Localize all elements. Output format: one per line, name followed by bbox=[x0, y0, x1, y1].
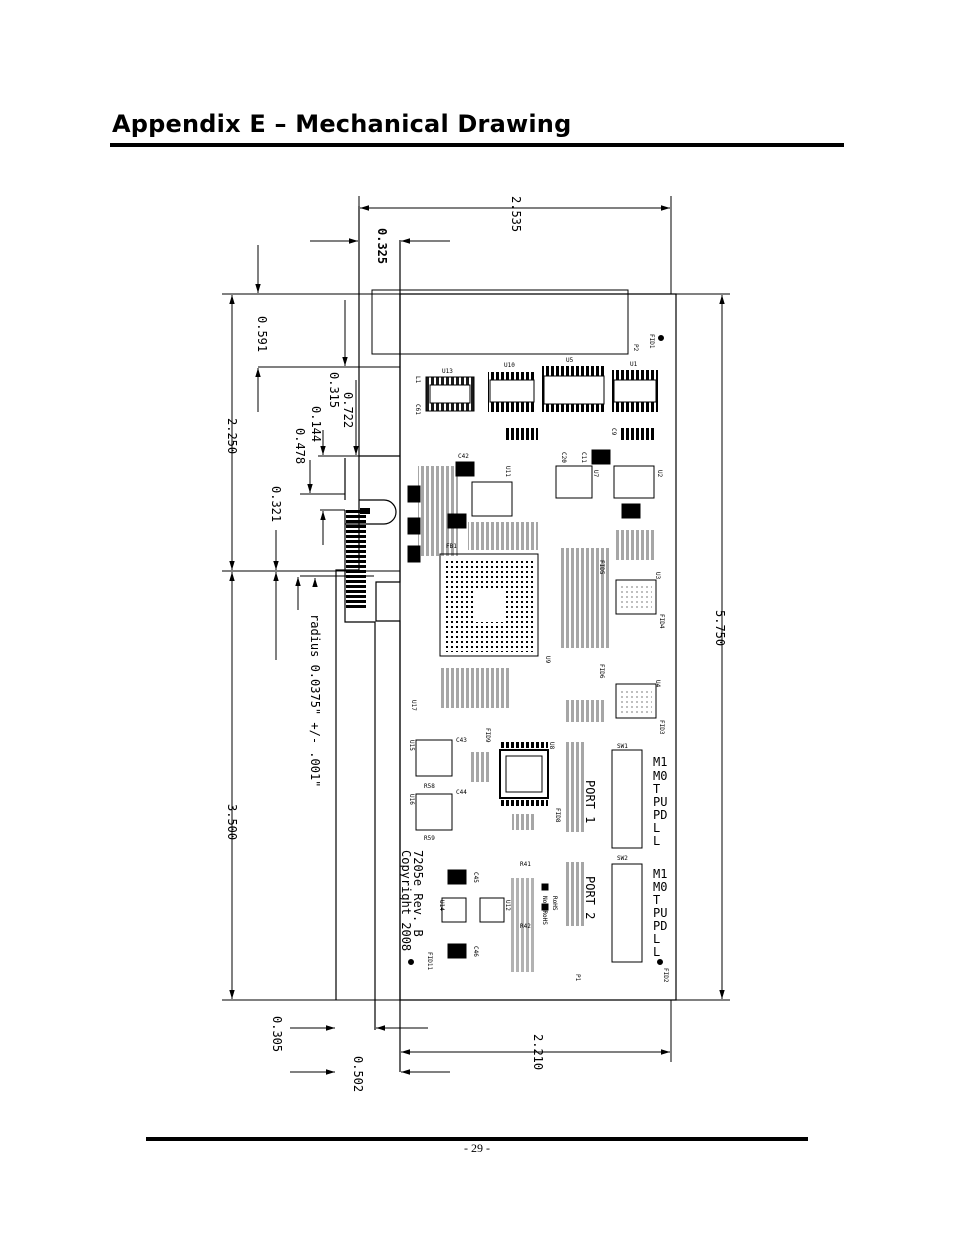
fid1-label: FID1 bbox=[648, 334, 655, 349]
r59-label: R59 bbox=[424, 835, 435, 842]
l1-label: L1 bbox=[414, 376, 421, 384]
dim-0591: 0.591 bbox=[255, 316, 269, 352]
product-label: 7205e Rev. B bbox=[411, 850, 425, 937]
sw2-t: T bbox=[653, 893, 660, 907]
fid11-label: FID11 bbox=[426, 952, 433, 970]
radius-note: radius 0.0375" +/- .001" bbox=[308, 614, 322, 787]
pcb-components bbox=[371, 289, 664, 972]
p2-label: P2 bbox=[632, 344, 639, 352]
u12-label: U12 bbox=[504, 900, 511, 911]
u10-label: U10 bbox=[504, 362, 515, 369]
u8-label: U8 bbox=[548, 742, 555, 750]
u2-label: U2 bbox=[656, 470, 663, 478]
sw1-l1: L bbox=[653, 821, 660, 835]
sw2-m0: M0 bbox=[653, 880, 667, 894]
u4-label: U4 bbox=[654, 680, 661, 688]
silkscreen-text: 7205e Rev. B Copyright 2008 PORT 1 PORT … bbox=[399, 334, 669, 983]
u15-label: U15 bbox=[408, 740, 415, 751]
r58-label: R58 bbox=[424, 783, 435, 790]
u13-label: U13 bbox=[442, 368, 453, 375]
u14-label: U14 bbox=[438, 900, 445, 911]
sw1-pu: PU bbox=[653, 795, 667, 809]
u7-label: U7 bbox=[592, 470, 599, 478]
sw1-label: SW1 bbox=[617, 743, 628, 750]
sw2-pu: PU bbox=[653, 906, 667, 920]
page-title: Appendix E – Mechanical Drawing bbox=[112, 110, 572, 138]
fid3-label: FID3 bbox=[658, 720, 665, 735]
dim-0315: 0.315 bbox=[327, 372, 341, 408]
sw1-m0: M0 bbox=[653, 769, 667, 783]
copyright-label: Copyright 2008 bbox=[399, 850, 413, 951]
board-outline bbox=[335, 206, 677, 1072]
r42-label: R42 bbox=[520, 923, 531, 930]
fid5-label: FID5 bbox=[598, 560, 605, 575]
sw2-l1: L bbox=[653, 932, 660, 946]
title-rule bbox=[110, 143, 844, 147]
dim-0305: 0.305 bbox=[270, 1016, 284, 1052]
dim-0325: 0.325 bbox=[375, 228, 389, 264]
sw2-pd: PD bbox=[653, 919, 667, 933]
page-number: - 29 - bbox=[464, 1141, 490, 1155]
dim-2535: 2.535 bbox=[509, 196, 523, 232]
u5-label: U5 bbox=[566, 357, 574, 364]
non-rohs-label: Non-RoHS bbox=[541, 896, 548, 925]
sw1-m1: M1 bbox=[653, 755, 667, 769]
fid8-label: FID8 bbox=[554, 808, 561, 823]
footer-rule bbox=[146, 1137, 808, 1141]
dim-2250: 2.250 bbox=[225, 418, 239, 454]
r41-label: R41 bbox=[520, 861, 531, 868]
u16-label: U16 bbox=[408, 794, 415, 805]
dimension-labels: 2.535 0.325 0.591 0.315 0.722 0.144 0.47… bbox=[225, 196, 727, 1092]
c20-label: C20 bbox=[560, 452, 567, 463]
sw2-m1: M1 bbox=[653, 867, 667, 881]
dimension-lines bbox=[222, 196, 730, 1075]
fb1-label: FB1 bbox=[446, 543, 457, 550]
c45-label: C45 bbox=[472, 872, 479, 883]
port2-label: PORT 2 bbox=[583, 876, 597, 919]
u3-label: U3 bbox=[654, 572, 661, 580]
u1-label: U1 bbox=[630, 361, 638, 368]
c11-label: C11 bbox=[580, 452, 587, 463]
port1-label: PORT 1 bbox=[583, 780, 597, 823]
dim-5750: 5.750 bbox=[713, 610, 727, 646]
sw2-l2: L bbox=[653, 945, 660, 959]
fid2-label: FID2 bbox=[662, 968, 669, 983]
dim-0722: 0.722 bbox=[341, 392, 355, 428]
c42-label: C42 bbox=[458, 453, 469, 460]
fid9-label: FID9 bbox=[484, 728, 491, 743]
u17-label: U17 bbox=[410, 700, 417, 711]
c46-label: C46 bbox=[472, 946, 479, 957]
sw1-pd: PD bbox=[653, 808, 667, 822]
u9-label: U9 bbox=[544, 656, 551, 664]
u11-label: U11 bbox=[504, 466, 511, 477]
dim-0321: 0.321 bbox=[269, 486, 283, 522]
c43-label: C43 bbox=[456, 737, 467, 744]
sw1-l2: L bbox=[653, 834, 660, 848]
c9-label: C9 bbox=[610, 428, 617, 436]
dim-2210: 2.210 bbox=[531, 1034, 545, 1070]
dim-0502: 0.502 bbox=[351, 1056, 365, 1092]
c44-label: C44 bbox=[456, 789, 467, 796]
dim-3500: 3.500 bbox=[225, 804, 239, 840]
p1-label: P1 bbox=[574, 974, 581, 982]
c61-label: C61 bbox=[414, 404, 421, 415]
fid4-label: FID4 bbox=[658, 614, 665, 629]
dim-0478: 0.478 bbox=[293, 428, 307, 464]
fid6-label: FID6 bbox=[598, 664, 605, 679]
dim-0144: 0.144 bbox=[309, 406, 323, 442]
sw2-label: SW2 bbox=[617, 855, 628, 862]
sw1-t: T bbox=[653, 782, 660, 796]
rohs-label: RoHS bbox=[551, 896, 558, 911]
